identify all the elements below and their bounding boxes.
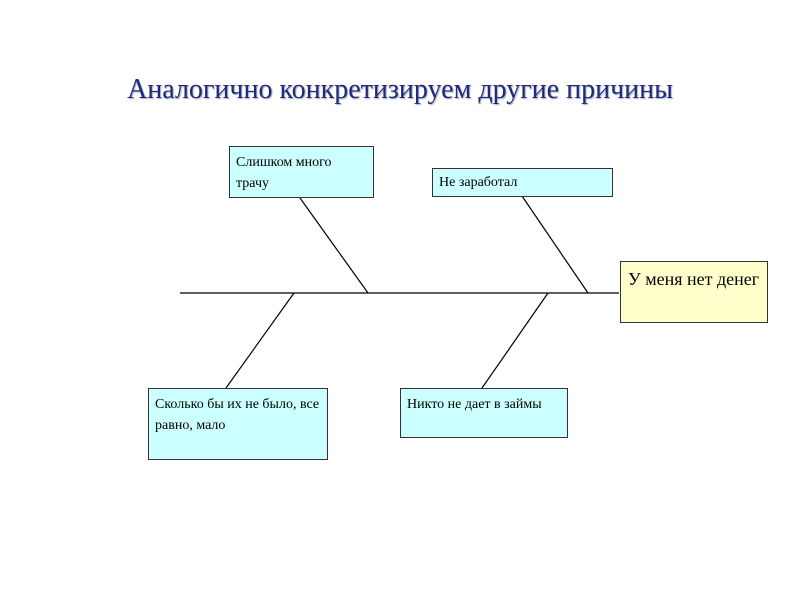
cause-box-overspending: Слишком много трачу — [229, 146, 374, 198]
bone-top-left — [299, 197, 369, 294]
cause-box-never-enough: Сколько бы их не было, все равно, мало — [148, 388, 328, 460]
cause-box-no-loans: Никто не дает в займы — [400, 388, 568, 438]
bone-bottom-right — [481, 292, 549, 389]
effect-box: У меня нет денег — [620, 261, 768, 323]
cause-box-not-earned: Не заработал — [432, 168, 613, 197]
bone-bottom-left — [225, 292, 295, 389]
bone-top-right — [521, 195, 589, 294]
slide-title: Аналогично конкретизируем другие причины — [127, 74, 673, 105]
